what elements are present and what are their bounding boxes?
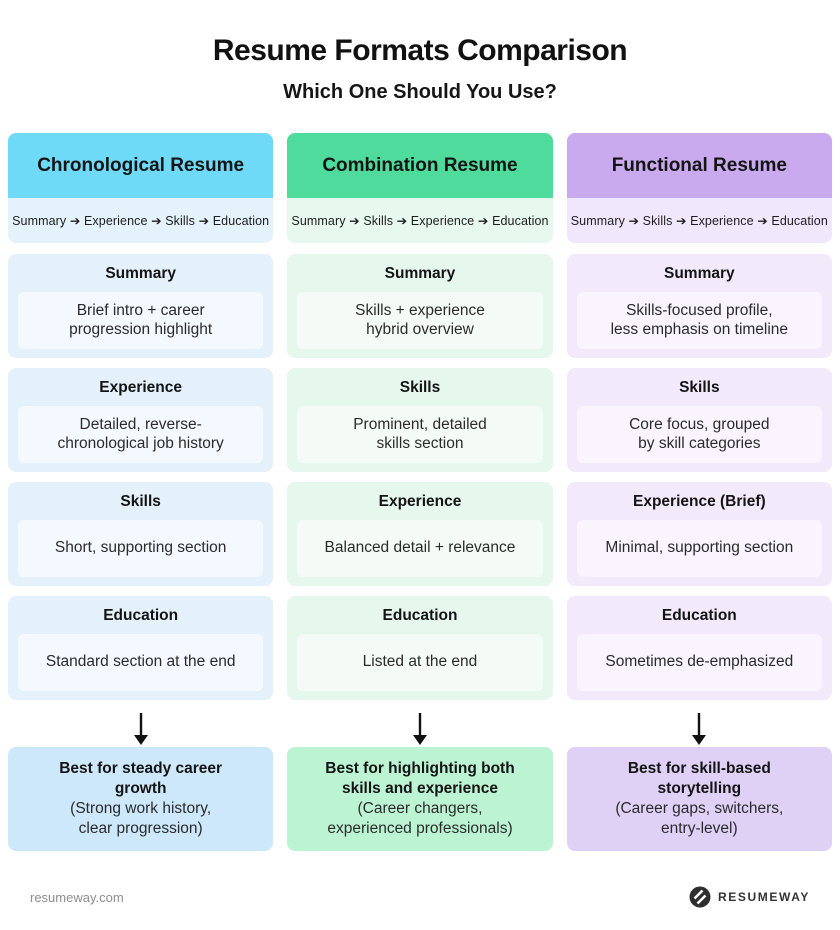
section-card-summary: Summary Brief intro + career progression… (8, 254, 274, 358)
card-body: Short, supporting section (18, 520, 264, 577)
column-header: Functional Resume (566, 133, 832, 198)
down-arrow-icon (287, 710, 552, 747)
section-card-education: Education Standard section at the end (8, 596, 274, 700)
section-card-skills: Skills Short, supporting section (8, 482, 274, 586)
best-for-title: Best for steady career growth (59, 760, 223, 798)
column-functional: Functional Resume Summary ➔ Skills ➔ Exp… (566, 133, 832, 851)
best-for-note: (Career gaps, switchers, entry-level) (615, 800, 784, 837)
best-for-card: Best for highlighting both skills and ex… (287, 747, 553, 851)
down-arrow-icon (8, 710, 273, 747)
down-arrow-icon (567, 710, 832, 747)
section-card-summary: Summary Skills + experience hybrid overv… (287, 254, 553, 358)
card-body: Standard section at the end (18, 634, 264, 691)
section-card-skills: Skills Prominent, detailed skills sectio… (287, 368, 553, 472)
card-body: Balanced detail + relevance (297, 520, 543, 577)
brand-name: RESUMEWAY (718, 890, 810, 904)
section-card-experience: Experience Balanced detail + relevance (287, 482, 553, 586)
section-card-education: Education Listed at the end (287, 596, 553, 700)
section-order-strip: Summary ➔ Skills ➔ Experience ➔ Educatio… (566, 198, 832, 243)
best-for-title: Best for skill-based storytelling (627, 760, 771, 798)
title-block: Resume Formats Comparison Which One Shou… (0, 0, 840, 104)
card-heading: Summary (105, 265, 176, 282)
best-for-title: Best for highlighting both skills and ex… (325, 760, 515, 798)
card-body: Prominent, detailed skills section (297, 406, 543, 463)
section-card-experience-brief: Experience (Brief) Minimal, supporting s… (566, 482, 832, 586)
section-card-skills: Skills Core focus, grouped by skill cate… (566, 368, 832, 472)
brand-logo: RESUMEWAY (689, 886, 810, 908)
card-heading: Skills (399, 379, 441, 396)
section-card-experience: Experience Detailed, reverse- chronologi… (8, 368, 274, 472)
column-combination: Combination Resume Summary ➔ Skills ➔ Ex… (287, 133, 553, 851)
card-body: Detailed, reverse- chronological job his… (18, 406, 264, 463)
card-heading: Education (661, 607, 737, 624)
card-body: Minimal, supporting section (576, 520, 822, 577)
section-card-summary: Summary Skills-focused profile, less emp… (566, 254, 832, 358)
column-chronological: Chronological Resume Summary ➔ Experienc… (8, 133, 274, 851)
best-for-card: Best for skill-based storytelling (Caree… (566, 747, 832, 851)
section-card-education: Education Sometimes de-emphasized (566, 596, 832, 700)
column-header: Combination Resume (287, 133, 553, 198)
card-heading: Education (382, 607, 458, 624)
card-heading: Skills (120, 493, 161, 510)
card-heading: Experience (Brief) (632, 493, 766, 510)
card-heading: Experience (378, 493, 462, 510)
best-for-note: (Career changers, experienced profession… (327, 800, 513, 837)
card-body: Brief intro + career progression highlig… (18, 292, 264, 349)
section-order-strip: Summary ➔ Experience ➔ Skills ➔ Educatio… (8, 198, 274, 243)
card-body: Sometimes de-emphasized (576, 634, 822, 691)
card-heading: Summary (664, 265, 735, 282)
page-subtitle: Which One Should You Use? (283, 81, 557, 103)
footer-site-url: resumeway.com (30, 889, 124, 905)
card-heading: Experience (99, 379, 183, 396)
footer: resumeway.com RESUMEWAY (0, 886, 840, 908)
card-body: Core focus, grouped by skill categories (576, 406, 822, 463)
card-body: Skills-focused profile, less emphasis on… (576, 292, 822, 349)
card-heading: Education (103, 607, 179, 624)
best-for-card: Best for steady career growth (Strong wo… (8, 747, 274, 851)
page-title: Resume Formats Comparison (212, 34, 628, 67)
card-body: Listed at the end (297, 634, 543, 691)
card-body: Skills + experience hybrid overview (297, 292, 543, 349)
best-for-note: (Strong work history, clear progression) (70, 800, 212, 837)
comparison-grid: Chronological Resume Summary ➔ Experienc… (0, 133, 840, 851)
brand-logo-icon (689, 886, 711, 908)
column-header: Chronological Resume (8, 133, 274, 198)
section-order-strip: Summary ➔ Skills ➔ Experience ➔ Educatio… (287, 198, 553, 243)
card-heading: Summary (384, 265, 456, 282)
card-heading: Skills (679, 379, 720, 396)
